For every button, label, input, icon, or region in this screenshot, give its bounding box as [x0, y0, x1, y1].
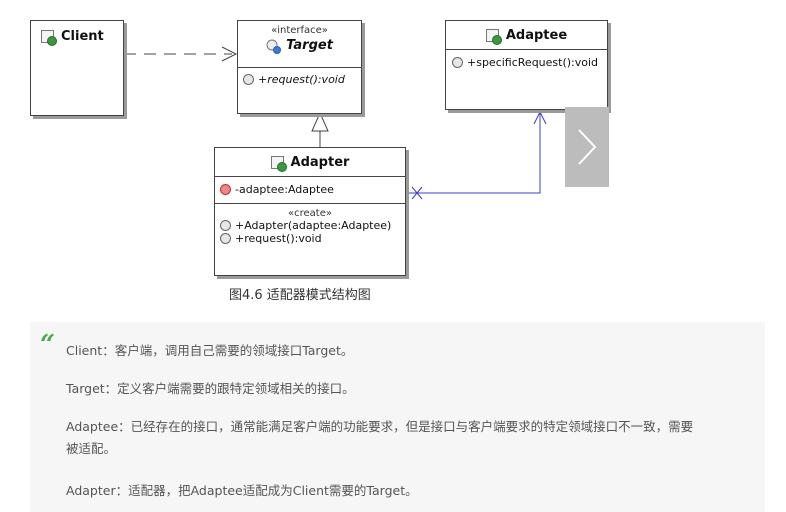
realization-arrowhead — [311, 111, 329, 132]
adapter-stereotype: «create» — [288, 208, 332, 219]
target-interface-box: «interface» Target +request():void — [237, 20, 362, 114]
public-method-icon — [452, 57, 463, 68]
adapter-method-row: +request():void — [215, 232, 405, 245]
public-method-icon — [243, 74, 254, 85]
target-method-row: +request():void — [238, 68, 361, 86]
adaptee-method-row: +specificRequest():void — [446, 50, 607, 69]
quote-block: “ Client：客户端，调用自己需要的领域接口Target。 Target：定… — [30, 322, 765, 512]
adapter-field: -adaptee:Adaptee — [235, 183, 334, 196]
class-icon — [41, 29, 57, 46]
quote-line-adaptee-cont: 被适配。 — [66, 441, 117, 456]
quote-line-client: Client：客户端，调用自己需要的领域接口Target。 — [66, 343, 354, 358]
quote-mark-icon: “ — [40, 330, 55, 360]
adaptee-title: Adaptee — [505, 28, 568, 43]
chevron-right-icon — [578, 129, 597, 165]
diagram-connectors — [124, 46, 547, 200]
figure-caption: 图4.6 适配器模式结构图 — [229, 288, 371, 303]
adaptee-class-box: Adaptee +specificRequest():void — [445, 20, 608, 110]
next-image-button[interactable] — [565, 107, 609, 187]
adapter-class-box: Adapter -adaptee:Adaptee «create» +Adapt… — [214, 147, 406, 276]
association-arrowhead — [533, 110, 547, 125]
association-line — [405, 113, 541, 194]
adapter-method: +request():void — [235, 232, 322, 245]
target-method: +request():void — [258, 73, 345, 86]
adaptee-method: +specificRequest():void — [467, 56, 599, 69]
adapter-ctor-row: +Adapter(adaptee:Adaptee) — [215, 219, 405, 232]
class-icon — [485, 28, 502, 45]
public-method-icon — [220, 220, 231, 231]
target-title: Target — [286, 38, 333, 53]
quote-line-adapter: Adapter：适配器，把Adaptee适配成为Client需要的Target。 — [66, 483, 418, 498]
quote-line-adaptee: Adaptee：已经存在的接口，通常能满足客户端的功能要求，但是接口与客户端要求… — [66, 419, 694, 434]
private-field-icon — [220, 184, 231, 195]
class-icon — [270, 155, 287, 172]
adapter-title: Adapter — [290, 155, 350, 170]
client-title: Client — [61, 29, 104, 44]
quote-line-target: Target：定义客户端需要的跟特定领域相关的接口。 — [66, 381, 355, 396]
adapter-field-row: -adaptee:Adaptee — [215, 177, 405, 203]
public-method-icon — [220, 233, 231, 244]
target-stereotype: «interface» — [271, 25, 328, 36]
dependency-arrowhead — [221, 46, 238, 62]
client-class-box: Client — [30, 20, 124, 116]
adapter-ctor: +Adapter(adaptee:Adaptee) — [235, 219, 392, 232]
association-x-mark — [411, 186, 423, 200]
interface-icon — [266, 39, 282, 54]
